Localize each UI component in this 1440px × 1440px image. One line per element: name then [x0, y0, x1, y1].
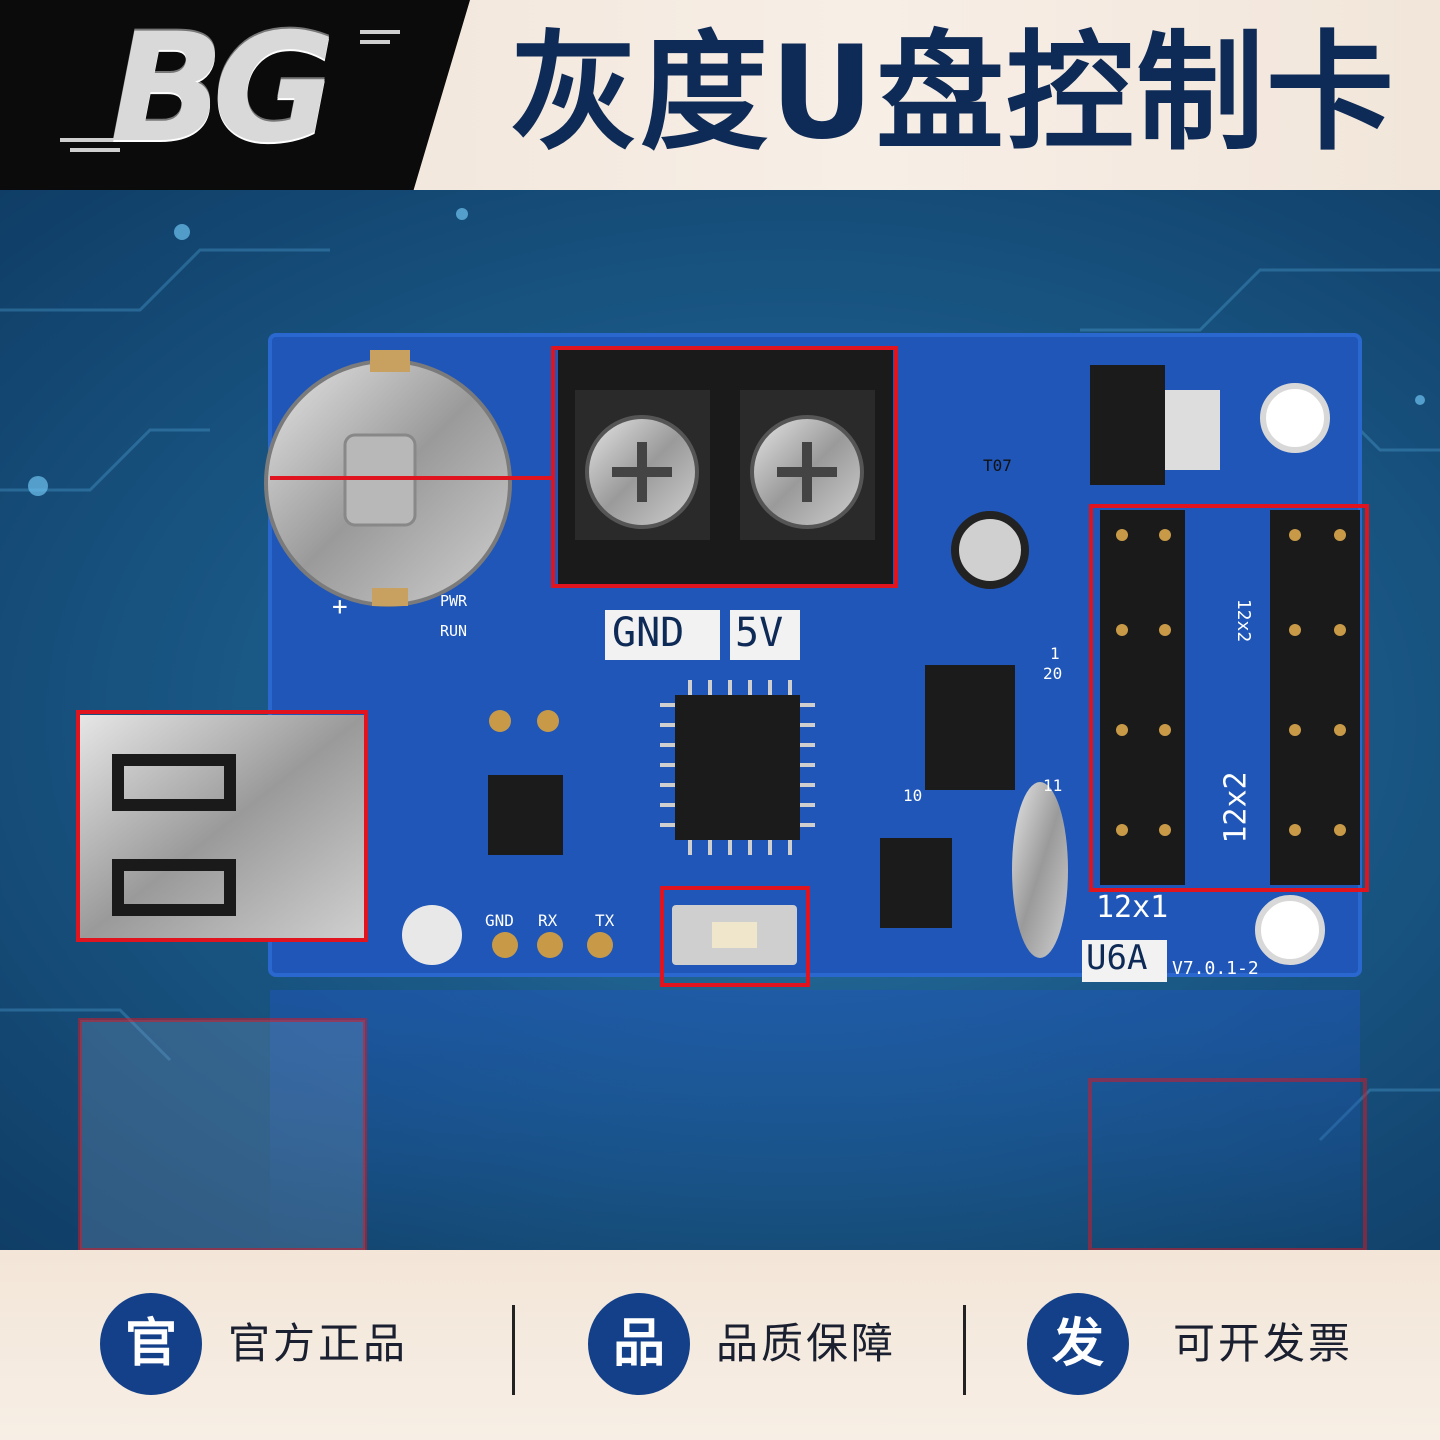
- feature-divider: [963, 1305, 966, 1395]
- speed-lines-icon: [60, 30, 400, 152]
- mount-hole: [1255, 895, 1325, 965]
- authentic-badge-icon: 官: [100, 1293, 202, 1395]
- hub-12x1-label: 12x1: [1096, 890, 1169, 925]
- pin11-label: 11: [1043, 776, 1063, 795]
- usb-port: [80, 715, 365, 940]
- hub-12x2-label: 12x2: [1218, 771, 1254, 844]
- header-banner: BG 灰度U盘控制卡: [0, 0, 1440, 190]
- mount-hole: [1260, 383, 1330, 453]
- uart-rx-label: RX: [538, 911, 558, 930]
- 5v-label: 5V: [735, 610, 784, 656]
- pin10-label: 10: [903, 786, 923, 805]
- hub-12x2-header: [1270, 510, 1360, 885]
- buzzer: [402, 905, 462, 965]
- run-label: RUN: [440, 622, 468, 640]
- feature-label-authentic: 官方正品: [228, 1319, 409, 1368]
- capacitor: [951, 511, 1029, 589]
- hub-12x1-header: [1100, 510, 1185, 885]
- model-label: U6A: [1086, 938, 1148, 978]
- feature-divider: [512, 1305, 515, 1395]
- driver-chip: [925, 665, 1015, 790]
- mcu-chip: [675, 695, 800, 840]
- feature-label-invoice: 可开发票: [1173, 1319, 1354, 1368]
- invoice-badge-icon: 发: [1027, 1293, 1129, 1395]
- product-photo: GND 5V PWR RUN GND RX TX 12x1 12x2 12x2 …: [0, 190, 1440, 1250]
- logo-text: BG: [110, 2, 335, 176]
- brand-logo: BG: [0, 0, 470, 190]
- gnd-label: GND: [612, 610, 685, 656]
- plus-label: +: [332, 592, 348, 622]
- pin1-label: 1: [1050, 644, 1060, 663]
- pwr-label: PWR: [440, 592, 468, 610]
- crystal: [1012, 782, 1068, 958]
- reg-label: T07: [983, 456, 1012, 475]
- quality-badge-icon: 品: [588, 1293, 690, 1395]
- feature-bar: [0, 1250, 1440, 1440]
- uart-tx-label: TX: [595, 911, 615, 930]
- flash-chip: [488, 775, 563, 855]
- uart-gnd-label: GND: [485, 911, 514, 930]
- page-title: 灰度U盘控制卡: [510, 19, 1396, 168]
- eeprom-chip: [880, 838, 952, 928]
- pin20-label: 20: [1043, 664, 1063, 683]
- hub-small-label: 12x2: [1233, 598, 1255, 643]
- feature-label-quality: 品质保障: [716, 1319, 897, 1368]
- circuit-background: [0, 208, 1440, 1250]
- highlight-frames: [76, 346, 1369, 987]
- version-label: V7.0.1-2: [1172, 958, 1259, 979]
- regulator-chip: [1090, 365, 1165, 485]
